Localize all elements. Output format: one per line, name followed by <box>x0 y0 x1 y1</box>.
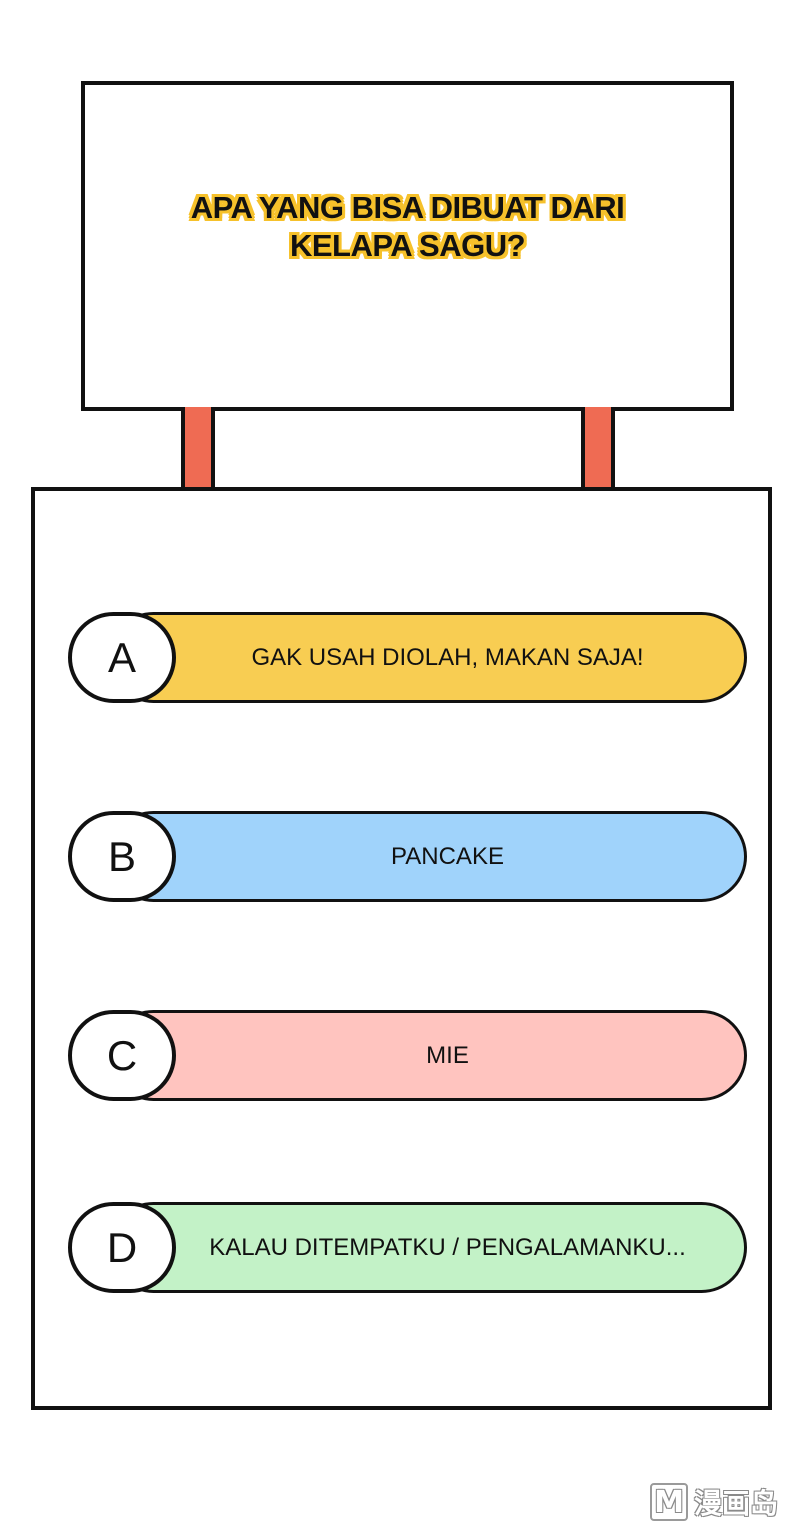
board-post-left <box>181 407 215 489</box>
question-line-2: KELAPA SAGU? <box>289 228 526 263</box>
option-a-text: GAK USAH DIOLAH, MAKAN SAJA! <box>251 643 644 671</box>
answer-panel: GAK USAH DIOLAH, MAKAN SAJA! A PANCAKE B… <box>31 487 772 1410</box>
option-c[interactable]: MIE C <box>68 1010 747 1101</box>
option-b[interactable]: PANCAKE B <box>68 811 747 902</box>
option-a-bar[interactable]: GAK USAH DIOLAH, MAKAN SAJA! <box>108 612 747 703</box>
question-board: APA YANG BISA DIBUAT DARI KELAPA SAGU? <box>81 81 734 411</box>
watermark-text: 漫画岛 <box>694 1487 779 1520</box>
option-a-letter[interactable]: A <box>68 612 176 703</box>
watermark: M 漫画岛 <box>650 1481 798 1523</box>
option-c-letter[interactable]: C <box>68 1010 176 1101</box>
watermark-logo-icon: M <box>650 1483 688 1521</box>
option-d[interactable]: KALAU DITEMPATKU / PENGALAMANKU... D <box>68 1202 747 1293</box>
board-post-right <box>581 407 615 489</box>
option-c-bar[interactable]: MIE <box>108 1010 747 1101</box>
option-a[interactable]: GAK USAH DIOLAH, MAKAN SAJA! A <box>68 612 747 703</box>
question-line-1: APA YANG BISA DIBUAT DARI <box>190 190 625 225</box>
option-b-bar[interactable]: PANCAKE <box>108 811 747 902</box>
option-d-bar[interactable]: KALAU DITEMPATKU / PENGALAMANKU... <box>108 1202 747 1293</box>
question-text: APA YANG BISA DIBUAT DARI KELAPA SAGU? <box>158 189 658 265</box>
option-b-text: PANCAKE <box>391 842 504 870</box>
option-d-letter[interactable]: D <box>68 1202 176 1293</box>
option-b-letter[interactable]: B <box>68 811 176 902</box>
option-d-text: KALAU DITEMPATKU / PENGALAMANKU... <box>209 1233 686 1261</box>
option-c-text: MIE <box>426 1041 469 1069</box>
